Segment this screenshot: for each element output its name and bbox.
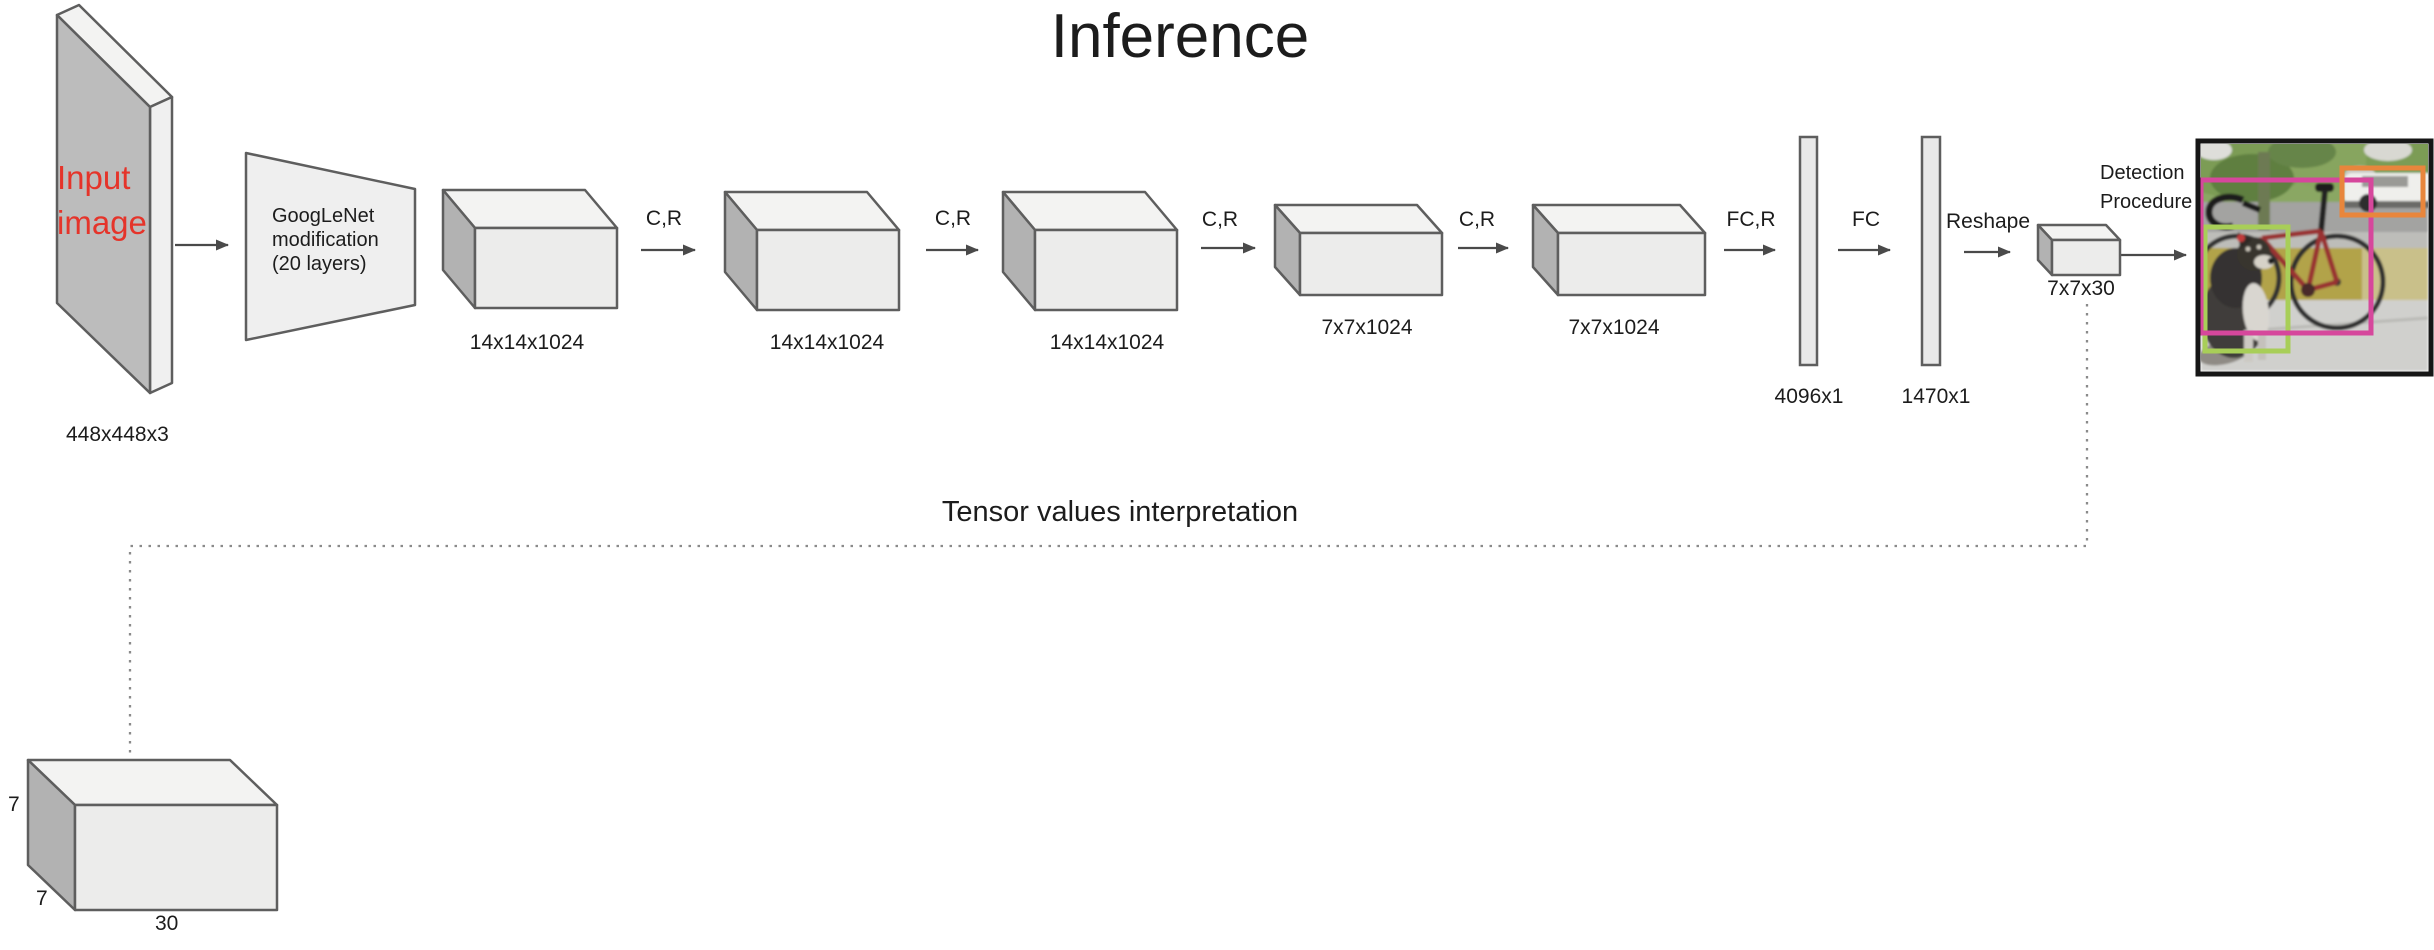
- detection-label-line2: Procedure: [2100, 191, 2193, 213]
- diagram-title: Inference: [1050, 2, 1310, 71]
- fc-bar-1470: [1920, 135, 1942, 367]
- interpretation-tensor-cube: [26, 758, 279, 912]
- dog: [2201, 232, 2275, 366]
- output-tensor-dims: 7x7x30: [2047, 277, 2115, 300]
- op-fc-2: FC: [1852, 208, 1880, 231]
- bike-seat: [2315, 183, 2334, 192]
- backbone-label: GoogLeNet modification (20 layers): [272, 204, 379, 276]
- feature-map-4-dims: 7x7x1024: [1321, 316, 1413, 339]
- input-caption-line2: image: [57, 204, 147, 241]
- tree-trunk: [2258, 152, 2270, 230]
- op-conv-4: C,R: [1458, 208, 1496, 231]
- input-dims-label: 448x448x3: [66, 423, 169, 446]
- input-image-slab: [55, 3, 174, 395]
- car-bounding-box: [2339, 165, 2426, 218]
- feature-cube-5: [1531, 203, 1707, 297]
- tensor-cube-height-label: 7: [8, 793, 20, 816]
- feature-cube-4: [1273, 203, 1444, 297]
- input-caption-line1: Input: [57, 159, 131, 196]
- dog-muzzle: [2254, 255, 2274, 269]
- dog-collar: [2237, 234, 2245, 242]
- backbone-line1: GoogLeNet: [272, 205, 375, 227]
- fc-layer-1-dims: 4096x1: [1774, 385, 1844, 408]
- op-conv-1: C,R: [645, 207, 683, 230]
- op-conv-2: C,R: [934, 207, 972, 230]
- tensor-cube-depth-label: 7: [36, 887, 48, 910]
- op-fc-1: FC,R: [1726, 208, 1776, 231]
- tensor-cube-width-label: 30: [155, 912, 179, 935]
- backbone-line2: modification: [272, 229, 379, 251]
- detection-photo: [2195, 138, 2434, 377]
- interpretation-caption: Tensor values interpretation: [941, 496, 1299, 528]
- fc-bar-4096: [1798, 135, 1819, 367]
- dog-chest: [2242, 283, 2270, 341]
- detection-procedure-label: Detection Procedure: [2100, 159, 2192, 217]
- feature-cube-3: [1001, 190, 1179, 312]
- output-tensor-cube: [2036, 223, 2122, 277]
- backbone-line3: (20 layers): [272, 253, 367, 275]
- input-image-caption: Input image: [57, 155, 147, 245]
- flow-arrows: [175, 239, 2187, 261]
- op-reshape: Reshape: [1945, 210, 2031, 233]
- feature-map-2-dims: 14x14x1024: [769, 331, 885, 354]
- interpretation-connector-line: [128, 304, 2089, 757]
- photo-frame: [2195, 138, 2434, 377]
- backbone-trapezoid: [244, 151, 417, 342]
- feature-map-5-dims: 7x7x1024: [1568, 316, 1660, 339]
- dog-bounding-box: [2202, 224, 2291, 354]
- feature-map-3-dims: 14x14x1024: [1049, 331, 1165, 354]
- feature-map-1-dims: 14x14x1024: [469, 331, 585, 354]
- detection-label-line1: Detection: [2100, 162, 2185, 184]
- op-conv-3: C,R: [1201, 208, 1239, 231]
- feature-cube-1: [441, 188, 619, 310]
- bicycle-bounding-box: [2198, 177, 2374, 336]
- fc-layer-2-dims: 1470x1: [1901, 385, 1971, 408]
- feature-cube-2: [723, 190, 901, 312]
